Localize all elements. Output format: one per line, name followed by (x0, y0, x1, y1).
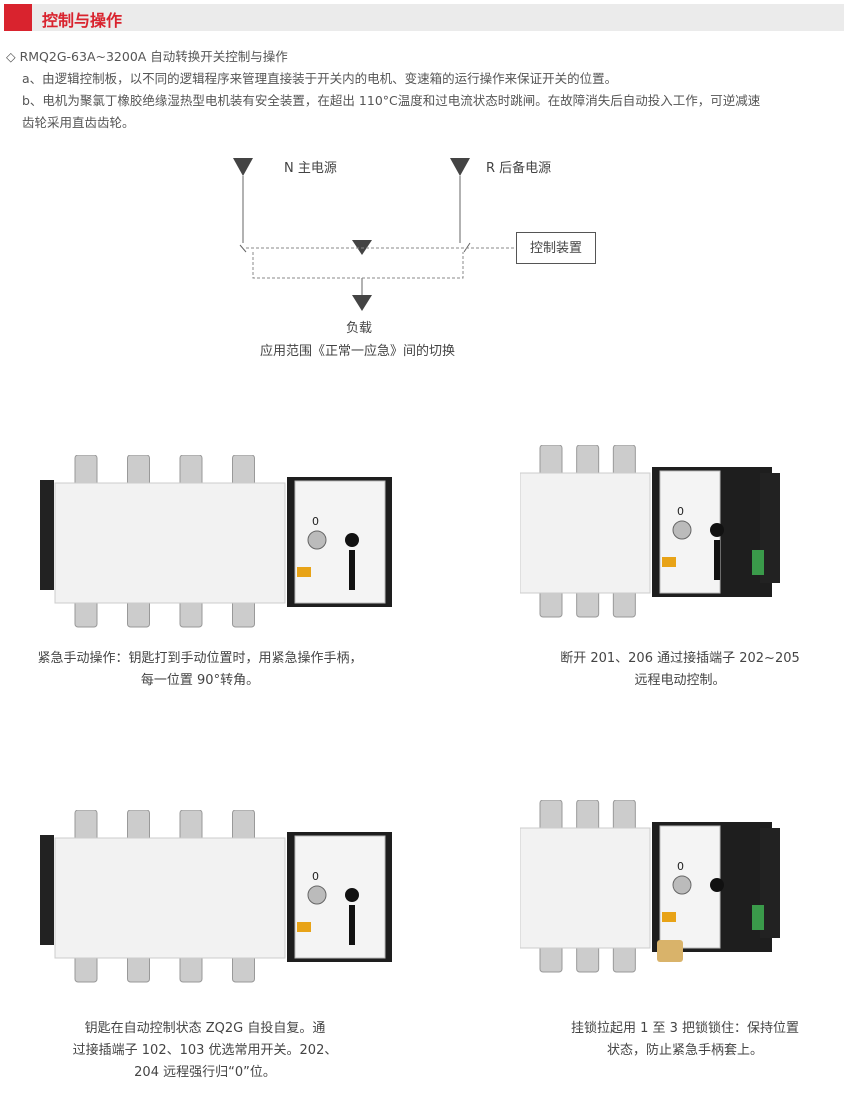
ats-switch-illustration: 0 (505, 799, 780, 973)
section-header: 控制与操作 (4, 4, 844, 31)
svg-text:0: 0 (677, 860, 684, 873)
scope-label: 应用范围《正常一应急》间的切换 (260, 344, 456, 359)
ats-switch-illustration: 0 (40, 809, 392, 983)
product-image-2: 0 (505, 444, 820, 635)
load-label: 负载 (346, 321, 373, 336)
caption-2: 断开 201、206 通过接插端子 202~205 远程电动控制。 (520, 648, 840, 692)
backup-source-icon (450, 158, 470, 176)
caption-line: 204 远程强行归“0”位。 (134, 1065, 276, 1080)
product-image-1: 0 (35, 454, 395, 635)
header-accent-block (4, 4, 32, 31)
ats-switch-illustration: 0 (40, 454, 392, 628)
caption-line: 过接插端子 102、103 优选常用开关。202、 (72, 1043, 338, 1058)
caption-line: 远程电动控制。 (634, 673, 726, 688)
caption-line: 紧急手动操作：钥匙打到手动位置时，用紧急操作手柄， (37, 651, 363, 666)
svg-text:0: 0 (312, 515, 319, 528)
load-icon (352, 295, 372, 311)
caption-line: 挂锁拉起用 1 至 3 把锁锁住：保持位置 (570, 1021, 800, 1036)
control-device-box: 控制装置 (516, 232, 596, 264)
intro-item-a: a、由逻辑控制板，以不同的逻辑程序来管理直接装于开关内的电机、变速箱的运行操作来… (22, 71, 618, 86)
ats-switch-illustration: 0 (505, 444, 780, 618)
switch-diagram (233, 158, 516, 311)
caption-line: 每一位置 90°转角。 (140, 673, 260, 688)
intro-heading: ◇ RMQ2G-63A~3200A 自动转换开关控制与操作 (6, 49, 288, 64)
backup-source-label: R 后备电源 (486, 161, 552, 176)
caption-1: 紧急手动操作：钥匙打到手动位置时，用紧急操作手柄， 每一位置 90°转角。 (0, 648, 400, 692)
caption-line: 断开 201、206 通过接插端子 202~205 (560, 651, 800, 666)
svg-text:0: 0 (677, 505, 684, 518)
caption-4: 挂锁拉起用 1 至 3 把锁锁住：保持位置 状态，防止紧急手柄套上。 (530, 1018, 840, 1062)
svg-text:0: 0 (312, 870, 319, 883)
product-image-4: 0 (505, 799, 820, 990)
caption-line: 状态，防止紧急手柄套上。 (606, 1043, 763, 1058)
main-source-label: N 主电源 (284, 161, 337, 176)
intro-item-b: b、电机为聚氯丁橡胶绝缘湿热型电机装有安全装置，在超出 110°C温度和过电流状… (22, 93, 761, 108)
product-image-3: 0 (35, 809, 395, 1000)
section-title: 控制与操作 (42, 11, 123, 30)
caption-3: 钥匙在自动控制状态 ZQ2G 自投自复。通 过接插端子 102、103 优选常用… (40, 1018, 370, 1084)
caption-line: 钥匙在自动控制状态 ZQ2G 自投自复。通 (84, 1021, 326, 1036)
main-source-icon (233, 158, 253, 176)
intro-text: ◇ RMQ2G-63A~3200A 自动转换开关控制与操作 a、由逻辑控制板，以… (6, 46, 760, 134)
intro-item-b-cont: 齿轮采用直齿齿轮。 (22, 115, 135, 130)
